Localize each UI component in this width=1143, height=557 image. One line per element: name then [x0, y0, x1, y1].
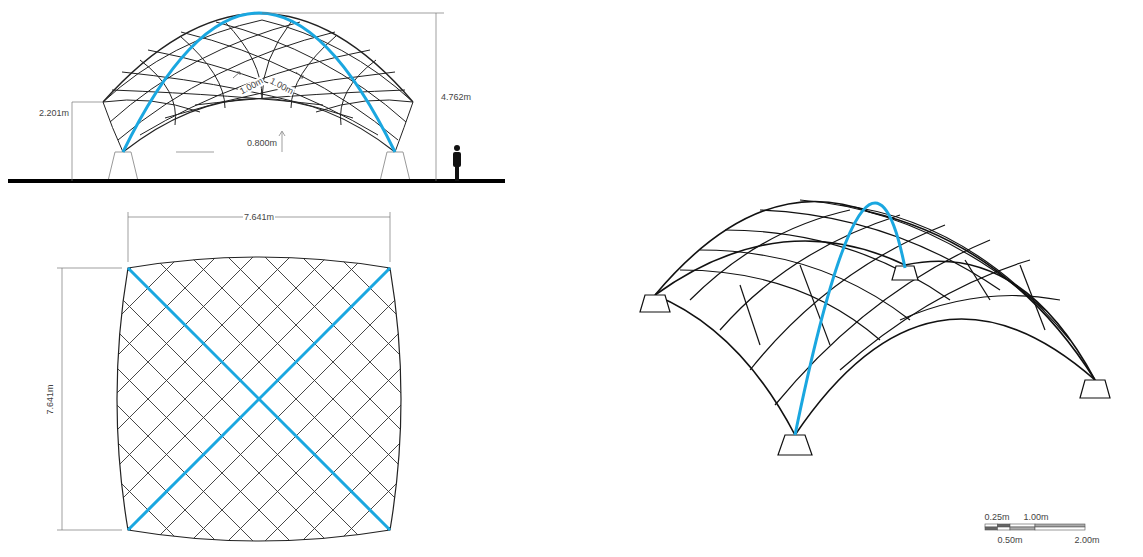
dimension-label: 1.00m	[1022, 513, 1049, 522]
grid-line	[80, 0, 440, 284]
grid-line	[80, 0, 440, 171]
grid-line	[80, 440, 440, 557]
grid-line	[80, 405, 440, 557]
dimension-label: 1.00m	[268, 76, 296, 97]
grid-line	[80, 255, 440, 557]
perspective-view	[640, 200, 1110, 455]
grid-line	[80, 72, 440, 432]
grid-line	[80, 183, 440, 543]
grid-line	[80, 403, 440, 557]
elevation-view	[8, 13, 505, 181]
grid-line	[80, 181, 440, 541]
grid-line	[80, 35, 440, 395]
grid-line	[80, 551, 440, 557]
plan-view	[57, 0, 440, 557]
grid-line	[80, 294, 440, 557]
grid-line	[80, 0, 440, 208]
grid-line	[80, 0, 440, 247]
grid-line	[80, 0, 440, 173]
scale-person	[453, 145, 461, 181]
dimension-label: 2.00m	[1073, 536, 1100, 545]
grid-line	[80, 514, 440, 557]
grid-line	[80, 553, 440, 557]
dimension-label: 4.762m	[440, 93, 472, 102]
grid-line	[80, 366, 440, 557]
grid-line	[80, 218, 440, 557]
dimension-label: 0.800m	[246, 139, 278, 148]
grid-line	[80, 0, 440, 210]
grid-line	[80, 220, 440, 557]
grid-line	[80, 0, 440, 136]
dimension-label: 7.641m	[46, 383, 55, 415]
scale-bar	[985, 524, 1085, 530]
dimension-label: 7.641m	[243, 213, 275, 222]
grid-line	[80, 0, 440, 282]
grid-line	[80, 477, 440, 557]
grid-line	[80, 0, 440, 245]
grid-line	[80, 0, 440, 134]
dimension-label: 2.201m	[38, 109, 70, 118]
grid-line	[80, 109, 440, 469]
dimension-label: 0.50m	[996, 536, 1023, 545]
grid-line	[80, 0, 440, 356]
grid-line	[80, 257, 440, 557]
grid-line	[80, 33, 440, 393]
grid-line	[80, 479, 440, 557]
grid-line	[80, 292, 440, 557]
dimension-label: 0.25m	[983, 513, 1010, 522]
grid-line	[80, 144, 440, 504]
grid-line	[80, 146, 440, 506]
grid-line	[80, 0, 440, 358]
grid-line	[80, 107, 440, 467]
grid-line	[80, 70, 440, 430]
